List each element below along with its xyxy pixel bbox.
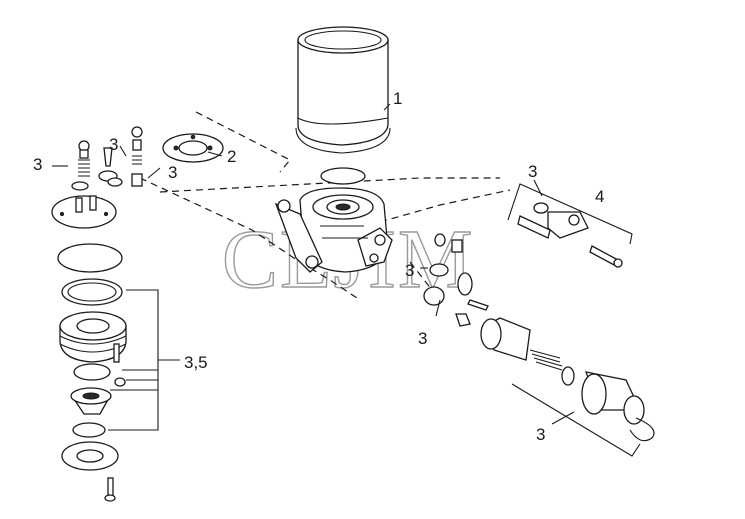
o-ring	[73, 363, 111, 381]
callout-3-port: 3	[405, 261, 414, 280]
flange-plate	[162, 133, 224, 163]
cover-plate	[51, 195, 117, 229]
callout-3-5: 3,5	[184, 353, 208, 372]
callout-3-left: 3	[33, 155, 42, 174]
filter-canister	[295, 26, 391, 154]
callout-3-lower: 3	[418, 329, 427, 348]
dryer-cartridge	[480, 317, 575, 386]
port-fittings	[423, 233, 489, 327]
small-nut	[114, 377, 126, 387]
canister-seal-ring	[320, 167, 366, 185]
heater-housing	[581, 371, 655, 442]
piston-housing	[59, 311, 127, 363]
bolt	[104, 477, 116, 502]
callout-leaders	[52, 103, 641, 457]
callout-2: 2	[227, 147, 236, 166]
callout-3-flange: 3	[168, 163, 177, 182]
end-cover	[61, 441, 119, 471]
callout-1: 1	[393, 89, 402, 108]
left-fittings	[71, 126, 143, 191]
valve-body	[274, 187, 393, 273]
callout-3-bottom: 3	[536, 425, 545, 444]
pin	[113, 343, 120, 363]
diaphragm	[57, 243, 123, 273]
callout-3-upper-mid: 3	[109, 135, 118, 154]
gasket-ring	[61, 278, 123, 306]
callout-4: 4	[595, 187, 604, 206]
solenoid-assembly	[517, 202, 623, 268]
callout-3-right-top: 3	[528, 162, 537, 181]
valve-insert	[70, 387, 112, 415]
o-ring-lower	[72, 422, 106, 438]
